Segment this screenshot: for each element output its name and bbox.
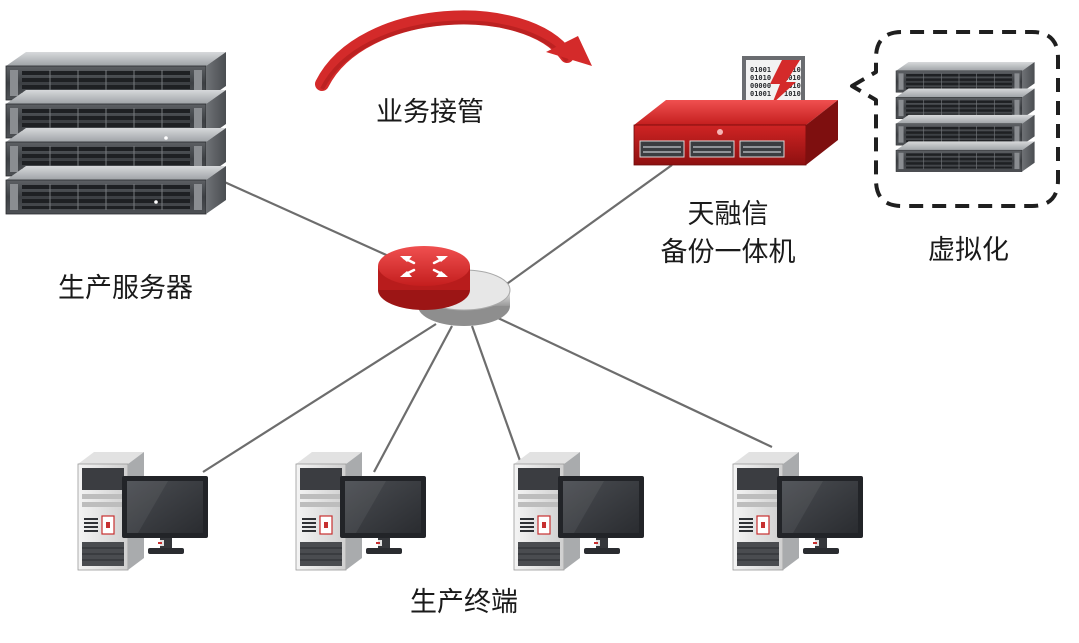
appliance-screen-line: 00000 — [750, 82, 771, 90]
backup-appliance-icon: 01001 01010 00000 01001 1010 1010 1010 1… — [633, 56, 838, 166]
production-terminal-label: 生产终端 — [410, 587, 518, 618]
appliance-screen-line: 01010 — [750, 74, 771, 82]
link-router-terminal-1 — [202, 323, 437, 473]
appliance-screen-line: 01001 — [750, 66, 771, 74]
link-router-terminal-2 — [373, 325, 453, 473]
router-icon — [378, 246, 511, 326]
appliance-screen: 01001 01010 00000 01001 — [750, 66, 771, 98]
svg-text:1010: 1010 — [784, 82, 801, 90]
appliance-label-line1: 天融信 — [687, 199, 769, 230]
desktop-computer-icon — [513, 451, 645, 571]
link-router-terminal-4 — [497, 317, 773, 448]
production-server-label: 生产服务器 — [58, 273, 193, 304]
curved-arrow-icon — [315, 10, 592, 91]
data-sheet-icon: 01001 01010 00000 01001 1010 1010 1010 1… — [742, 56, 805, 108]
desktop-computer-icon — [77, 451, 209, 571]
appliance-screen-line: 01001 — [750, 90, 771, 98]
virtual-server-icon — [895, 61, 1035, 172]
link-router-appliance — [489, 164, 673, 297]
link-router-terminal-3 — [470, 325, 526, 473]
desktop-computer-icon — [732, 451, 864, 571]
desktop-computer-icon — [295, 451, 427, 571]
server-rack-icon — [5, 51, 227, 215]
appliance-label-line2: 备份一体机 — [660, 237, 796, 268]
svg-text:1010: 1010 — [784, 90, 801, 98]
virtualization-label: 虚拟化 — [928, 235, 1009, 266]
takeover-label: 业务接管 — [376, 97, 484, 128]
svg-text:1010: 1010 — [784, 74, 801, 82]
